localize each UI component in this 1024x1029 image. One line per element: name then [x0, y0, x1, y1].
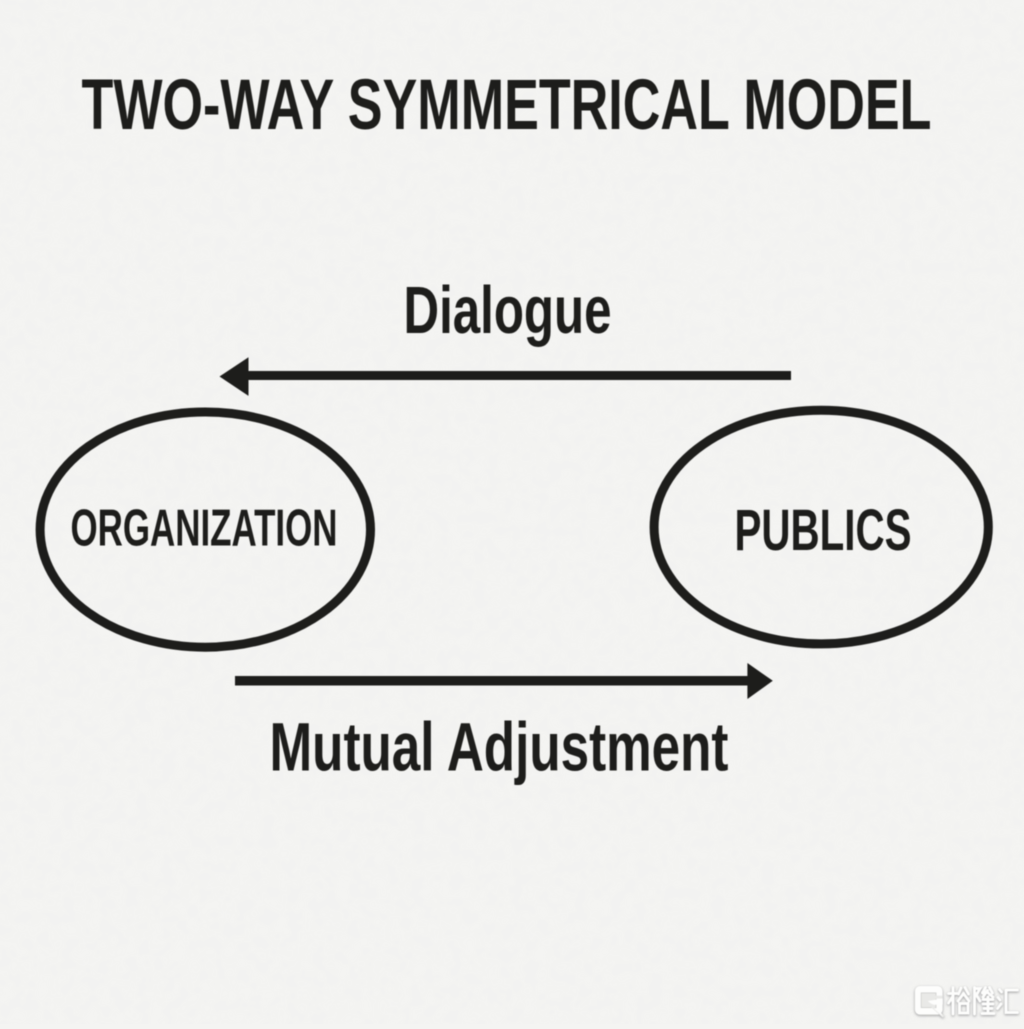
svg-text:ORGANIZATION: ORGANIZATION [71, 499, 338, 557]
svg-text:Dialogue: Dialogue [404, 273, 612, 348]
svg-text:Mutual Adjustment: Mutual Adjustment [270, 709, 729, 786]
svg-text:TWO-WAY SYMMETRICAL MODEL: TWO-WAY SYMMETRICAL MODEL [82, 66, 932, 145]
svg-text:PUBLICS: PUBLICS [735, 498, 912, 563]
